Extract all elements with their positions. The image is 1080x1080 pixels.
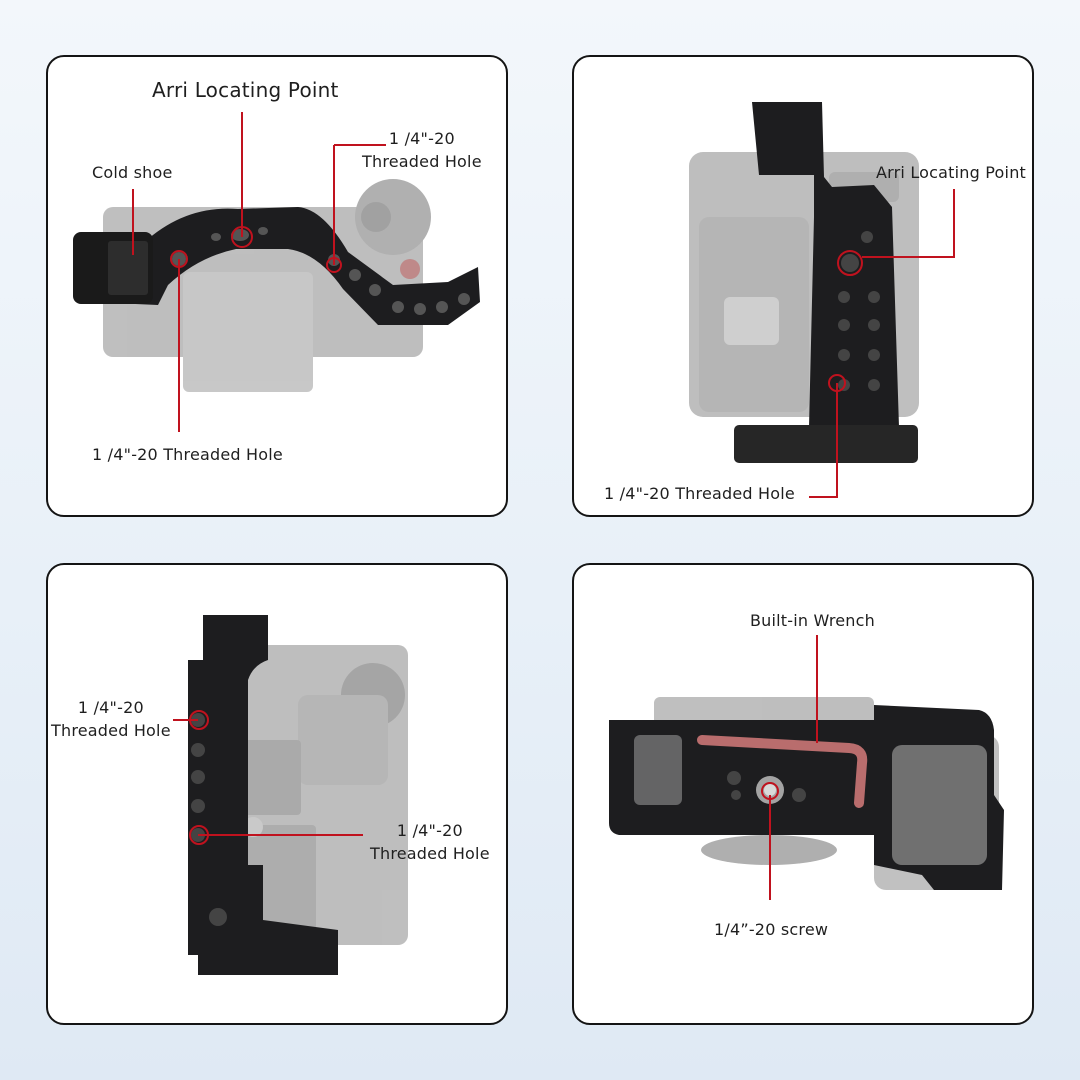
label-threaded-hole-side-top: 1 /4"-20 Threaded Hole [51, 696, 171, 742]
cage-base-plate [734, 425, 918, 463]
cage-top-view-illustration [73, 112, 480, 432]
label-threaded-hole-side-bottom-line2: Threaded Hole [370, 844, 490, 863]
cage-top-handle [80, 207, 480, 325]
label-threaded-hole-top-line1: 1 /4"-20 [388, 129, 455, 148]
label-quarter-inch-screw: 1/4”-20 screw [714, 920, 829, 939]
label-built-in-wrench: Built-in Wrench [750, 611, 875, 630]
cage-side-view-illustration [173, 615, 408, 975]
callout-lines [132, 112, 386, 432]
label-threaded-hole-side-top-line1: 1 /4"-20 [77, 698, 144, 717]
built-in-wrench [697, 735, 868, 808]
callout-lines-bottom [769, 635, 818, 900]
label-threaded-hole-top-line2: Threaded Hole [362, 152, 482, 171]
cage-l-frame [188, 615, 338, 975]
panel-side-view: 1 /4"-20 Threaded Hole 1 /4"-20 Threaded… [46, 563, 508, 1025]
cage-bottom-view-illustration [609, 635, 1004, 900]
label-arri-locating-point-front: Arri Locating Point [876, 163, 1027, 182]
label-threaded-hole-top: 1 /4"-20 Threaded Hole [362, 127, 482, 173]
label-threaded-hole-side-bottom: 1 /4"-20 Threaded Hole [370, 819, 490, 865]
bottom-holes [727, 771, 806, 802]
callout-lines-front [809, 189, 955, 498]
side-holes [191, 713, 227, 926]
label-cold-shoe: Cold shoe [92, 163, 173, 182]
label-threaded-hole-side-bottom-line1: 1 /4"-20 [396, 821, 463, 840]
label-arri-locating-point: Arri Locating Point [152, 78, 339, 102]
cage-front-view-illustration [689, 102, 955, 498]
label-threaded-hole-front: 1 /4"-20 Threaded Hole [604, 484, 795, 503]
camera-body-side [233, 645, 408, 945]
front-holes [838, 231, 880, 391]
callout-lines-side [173, 719, 363, 836]
panel-front-view: Arri Locating Point 1 /4"-20 Threaded Ho… [572, 55, 1034, 517]
panel-bottom-view: Built-in Wrench 1/4”-20 screw [572, 563, 1034, 1025]
label-threaded-hole-side-top-line2: Threaded Hole [51, 721, 171, 740]
panel-top-view: Arri Locating Point 1 /4"-20 Threaded Ho… [46, 55, 508, 517]
cage-side-frame [752, 102, 916, 462]
label-threaded-hole-bottom: 1 /4"-20 Threaded Hole [92, 445, 283, 464]
